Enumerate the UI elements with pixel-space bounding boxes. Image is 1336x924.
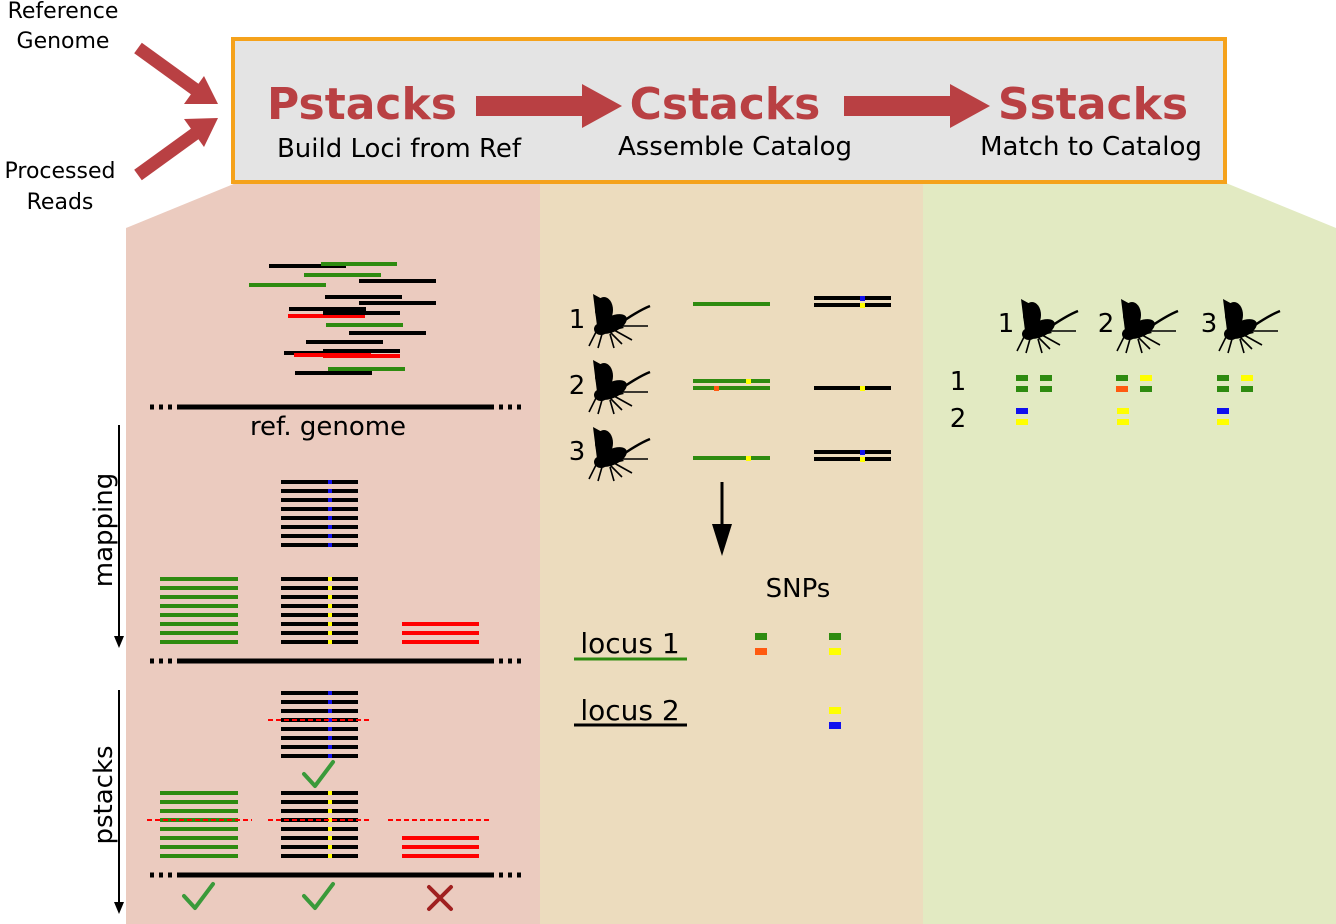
cstacks-panel-bg <box>540 183 923 924</box>
filtered-stack-green <box>147 791 252 858</box>
check-icon <box>302 760 335 788</box>
arrow-icon <box>134 118 218 181</box>
pipeline-arrows <box>476 84 990 128</box>
cstacks-sample-1: 1 <box>569 305 586 335</box>
sample-genotypes <box>1016 375 1253 425</box>
step-cstacks-subtitle: Assemble Catalog <box>618 132 852 162</box>
panel-backgrounds <box>126 183 1336 924</box>
arrow-icon <box>114 636 124 648</box>
arrow-icon <box>476 84 622 128</box>
check-icon <box>182 882 215 910</box>
filtered-stack-yellow-snp <box>268 791 372 858</box>
filtered-stacks <box>147 691 492 858</box>
step-pstacks-title: Pstacks <box>267 79 457 130</box>
arrow-icon <box>134 42 218 104</box>
sample-loci <box>693 296 891 462</box>
mapping-label: mapping <box>89 473 119 587</box>
arrow-icon <box>712 482 732 556</box>
sstacks-sample-1: 1 <box>998 309 1015 339</box>
cstacks-sample-2: 2 <box>569 371 586 401</box>
input-processed-line1: Processed <box>5 159 116 184</box>
filtered-stack-blue-snp <box>268 691 372 758</box>
arrow-icon <box>844 84 990 128</box>
step-pstacks-subtitle: Build Loci from Ref <box>277 134 522 164</box>
mapped-stack-blue-snp <box>281 480 358 547</box>
filtered-stack-red <box>388 819 492 858</box>
sstacks-locus-2: 2 <box>950 404 967 434</box>
sstacks-sample-2: 2 <box>1098 309 1115 339</box>
input-arrows <box>134 42 218 181</box>
cross-icon <box>427 885 453 911</box>
mapped-stacks <box>160 480 479 644</box>
raw-reads-cluster <box>249 262 436 375</box>
mapped-stack-green <box>160 577 238 644</box>
mapped-stack-red <box>402 622 479 644</box>
sstacks-panel-bg <box>923 183 1336 924</box>
input-processed-line2: Reads <box>27 190 94 215</box>
check-icon <box>302 882 335 910</box>
step-sstacks-title: Sstacks <box>998 79 1188 130</box>
input-reference-line2: Genome <box>17 29 110 54</box>
sstacks-locus-1: 1 <box>950 367 967 397</box>
locus-1-label: locus 1 <box>580 627 679 660</box>
snps-label: SNPs <box>766 574 831 604</box>
ref-genome-label: ref. genome <box>250 412 406 442</box>
cstacks-sample-3: 3 <box>569 437 586 467</box>
arrow-icon <box>114 902 124 914</box>
locus-2-label: locus 2 <box>580 694 679 727</box>
result-marks <box>182 760 453 911</box>
sstacks-sample-3: 3 <box>1201 309 1218 339</box>
step-cstacks-title: Cstacks <box>630 79 821 130</box>
pipeline-box <box>231 37 1227 184</box>
mapped-stack-yellow-snp <box>281 577 358 644</box>
pstacks-label: pstacks <box>89 745 119 844</box>
pstacks-panel-bg <box>126 183 540 924</box>
step-sstacks-subtitle: Match to Catalog <box>980 132 1202 162</box>
input-reference-line1: Reference <box>8 0 119 24</box>
catalog-snps <box>755 633 841 729</box>
